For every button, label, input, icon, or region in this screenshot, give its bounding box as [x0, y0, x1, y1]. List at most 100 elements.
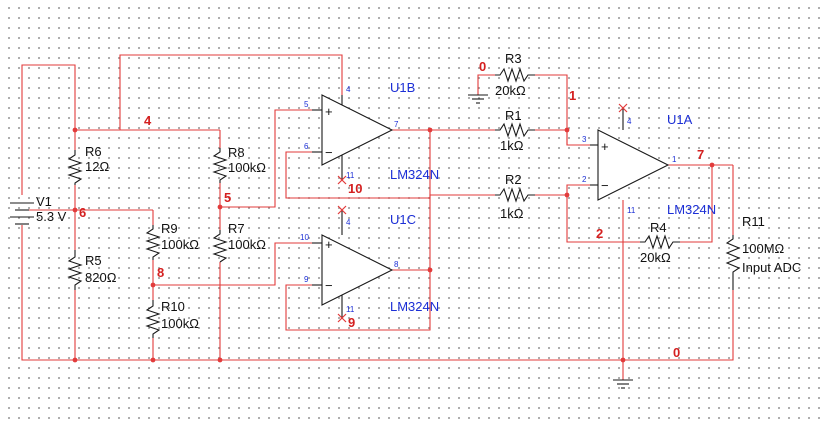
- resistor-r6[interactable]: [67, 150, 83, 185]
- u1a-pin-in-plus: 3: [582, 135, 587, 144]
- wires: [21, 54, 734, 380]
- u1b-triangle: [321, 94, 394, 166]
- wire-node5-to-u1b: [220, 109, 322, 208]
- u1b-pin-vplus: 4: [346, 85, 351, 94]
- r8-value: 100kΩ: [228, 160, 266, 175]
- r3-ref: R3: [505, 51, 522, 66]
- battery-v1[interactable]: V1 5.3 V: [10, 194, 67, 225]
- wire-r4-to-node7: [680, 165, 713, 243]
- u1c-nc-mark: [337, 313, 347, 323]
- net-label-4: 4: [144, 113, 152, 128]
- junction-r7-ground: [217, 357, 223, 363]
- wire-r3-to-node1: [535, 74, 568, 145]
- u1b-minus-sign: −: [325, 145, 333, 160]
- u1a-minus-sign: −: [601, 178, 609, 193]
- resistor-r9[interactable]: [145, 225, 161, 260]
- u1c-minus-sign: −: [325, 278, 333, 293]
- junction-r5-ground: [72, 357, 78, 363]
- u1c-plus-sign: +: [325, 237, 333, 252]
- r10-value: 100kΩ: [161, 316, 199, 331]
- wire-u1c-to-r2: [429, 194, 495, 270]
- opamp-u1a[interactable]: + − 3 2 1 4 11 U1A LM324N: [582, 103, 716, 217]
- wire-node8-to-u1c: [153, 242, 322, 286]
- u1a-pin-vminus: 11: [627, 206, 636, 215]
- net-label-5: 5: [224, 190, 231, 205]
- r11-value: 100MΩ: [742, 241, 785, 256]
- resistor-r4[interactable]: [640, 234, 680, 250]
- opamp-u1b[interactable]: + − 5 6 7 4 11 U1B LM324N: [304, 80, 439, 185]
- u1a-triangle: [597, 129, 670, 201]
- u1c-nc-mark: [337, 205, 347, 215]
- junction-ground-rail: [620, 357, 626, 363]
- wire-u1b-feedback: [285, 130, 431, 199]
- r1-ref: R1: [505, 108, 522, 123]
- u1b-pin-in-minus: 6: [304, 142, 309, 151]
- net-label-8: 8: [157, 265, 164, 280]
- wire-v1-bottom: [21, 225, 734, 361]
- resistor-r8[interactable]: [212, 148, 228, 183]
- u1b-pin-in-plus: 5: [304, 100, 309, 109]
- wire-u1c-feedback: [285, 270, 431, 331]
- u1c-triangle: [321, 234, 394, 306]
- net-label-9: 9: [348, 315, 355, 330]
- junction-node4: [72, 127, 78, 133]
- u1b-pin-out: 7: [394, 120, 399, 129]
- u1c-pin-in-plus: 10: [300, 233, 309, 242]
- junction-node1: [564, 127, 570, 133]
- u1c-ref: U1C: [390, 212, 416, 227]
- net-label-6: 6: [79, 205, 86, 220]
- resistor-r3[interactable]: [495, 67, 535, 83]
- r9-ref: R9: [161, 221, 178, 236]
- junction-node5: [217, 204, 223, 210]
- u1a-ref: U1A: [667, 112, 693, 127]
- r10-ref: R10: [161, 299, 185, 314]
- net-label-7: 7: [697, 147, 704, 162]
- r2-ref: R2: [505, 172, 522, 187]
- v1-value: 5.3 V: [36, 209, 67, 224]
- junction-r10-ground: [150, 357, 156, 363]
- r5-ref: R5: [85, 253, 102, 268]
- wire-v1-top: [21, 64, 76, 195]
- r3-value: 20kΩ: [495, 83, 526, 98]
- u1b-nc-mark: [337, 175, 347, 185]
- net-label-1: 1: [569, 88, 576, 103]
- wire-r2-to-node2: [535, 184, 598, 196]
- u1b-ref: U1B: [390, 80, 415, 95]
- resistor-r5[interactable]: [67, 250, 83, 290]
- u1c-pin-in-minus: 9: [304, 275, 309, 284]
- u1a-plus-sign: +: [601, 139, 609, 154]
- wire-node2-to-r4: [566, 195, 640, 243]
- resistor-r7[interactable]: [212, 230, 228, 263]
- opamp-u1c[interactable]: + − 10 9 8 4 11 U1C LM324N: [300, 205, 439, 323]
- r4-value: 20kΩ: [640, 250, 671, 265]
- resistor-r11[interactable]: [725, 235, 741, 290]
- junction-node2: [564, 192, 570, 198]
- ground-symbol-bottom: [613, 379, 633, 389]
- u1a-pin-out: 1: [672, 155, 677, 164]
- u1c-part: LM324N: [390, 299, 439, 314]
- u1a-pin-in-minus: 2: [582, 175, 587, 184]
- junction-node6: [72, 207, 78, 213]
- net-label-2: 2: [596, 226, 603, 241]
- r4-ref: R4: [650, 220, 667, 235]
- junction-node8: [150, 282, 156, 288]
- resistor-r10[interactable]: [145, 300, 161, 338]
- resistor-r1[interactable]: [495, 122, 535, 138]
- resistor-r2[interactable]: [495, 187, 535, 203]
- r6-value: 12Ω: [85, 159, 109, 174]
- v1-ref: V1: [36, 194, 52, 209]
- u1a-nc-mark: [618, 103, 628, 113]
- r1-value: 1kΩ: [500, 138, 524, 153]
- u1b-part: LM324N: [390, 167, 439, 182]
- junction-node7: [709, 162, 715, 168]
- r9-value: 100kΩ: [161, 237, 199, 252]
- wire-vplus-rail: [119, 54, 343, 130]
- junction-u1b-out: [427, 127, 433, 133]
- r11-ref: R11: [742, 214, 765, 229]
- ground-symbol-top: [468, 94, 488, 104]
- u1c-pin-vplus: 4: [346, 218, 351, 227]
- r11-note: Input ADC: [742, 260, 801, 275]
- net-label-0-top: 0: [479, 59, 486, 74]
- u1b-pin-vminus: 11: [346, 171, 355, 180]
